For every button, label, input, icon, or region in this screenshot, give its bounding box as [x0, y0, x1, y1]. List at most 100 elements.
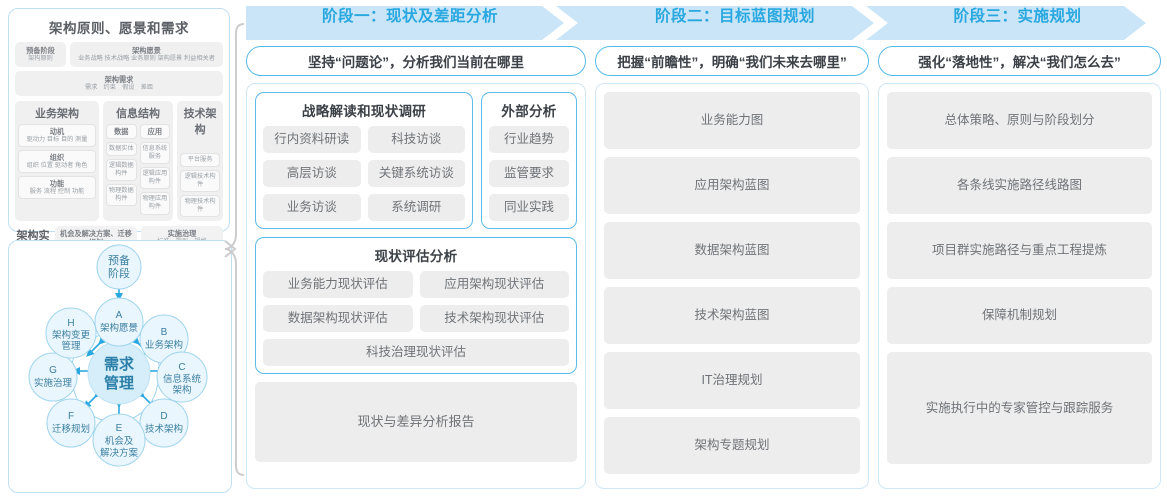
togaf-vision-sub: 业务战略 技术战略 业务原则 架构愿景 利益相关者: [78, 55, 215, 62]
group-current-state-assessment-title: 现状评估分析: [374, 249, 458, 264]
togaf-app-head: 应用: [139, 124, 171, 140]
togaf-block-function: 功能 服务 流程 控制 功能: [18, 176, 96, 200]
svg-text:管理: 管理: [61, 340, 81, 352]
chip-system-survey[interactable]: 系统调研: [367, 194, 465, 221]
adm-prep-line2: 阶段: [108, 266, 130, 280]
togaf-vision-cell: 架构愿景 业务战略 技术战略 业务原则 架构愿景 利益相关者: [70, 42, 223, 68]
svg-text:A: A: [116, 310, 123, 321]
group-current-state-assessment: 现状评估分析 业务能力现状评估 应用架构现状评估 数据架构现状评估 技术架构现状…: [255, 237, 577, 374]
chip-application-architecture-assessment[interactable]: 应用架构现状评估: [419, 271, 569, 298]
togaf-framework-card: 架构原则、愿景和需求 预备阶段 架构原则 架构愿景 业务战略 技术战略 业务原则…: [8, 8, 230, 259]
stage-1-column: 坚持“问题论”，分析我们当前在哪里 战略解读和现状调研 行内资料研读 科技访谈 …: [246, 46, 586, 489]
stage-3-column: 强化“落地性”，解决“我们怎么去” 总体策略、原则与阶段划分 各条线实施路径线路…: [878, 46, 1161, 489]
chevron-separator-1-icon: [542, 6, 578, 40]
togaf-data-logical: 逻辑数据构件: [106, 159, 137, 182]
togaf-block-motivation-title: 动机: [49, 127, 65, 137]
svg-text:C: C: [178, 362, 185, 373]
chip-program-roadmap-key-projects[interactable]: 项目群实施路径与重点工程提炼: [887, 222, 1152, 279]
togaf-pillar-information: 信息结构 数据 数据实体 逻辑数据构件 物理数据构件 应用 信息系统服务 逻辑应…: [103, 101, 174, 222]
stage-2-subtitle: 把握“前瞻性”，明确“我们未来去哪里”: [595, 46, 869, 76]
chip-row: 数据架构现状评估 技术架构现状评估: [263, 305, 569, 332]
togaf-pillar-technology-header: 技术架构: [183, 108, 217, 137]
chip-it-governance-plan[interactable]: IT治理规划: [604, 352, 860, 409]
chip-architecture-topic-plan[interactable]: 架构专题规划: [604, 417, 860, 474]
togaf-tech-platform: 平台服务: [180, 153, 220, 168]
togaf-block-motivation: 动机 驱动力 目标 目的 测量: [18, 124, 96, 148]
svg-text:G: G: [49, 365, 57, 376]
adm-prep-line1: 预备: [108, 253, 130, 267]
chip-peer-practice[interactable]: 同业实践: [489, 194, 569, 221]
svg-text:迁移规划: 迁移规划: [52, 423, 90, 435]
svg-text:B: B: [161, 327, 168, 338]
chip-data-architecture-assessment[interactable]: 数据架构现状评估: [263, 305, 413, 332]
togaf-data-entity: 数据实体: [106, 142, 137, 157]
stage-3-body: 总体策略、原则与阶段划分 各条线实施路径线路图 项目群实施路径与重点工程提炼 保…: [878, 83, 1161, 489]
togaf-block-organization: 组织 组织 位置 驱动者 角色: [18, 150, 96, 174]
togaf-requirements-cell: 架构需求 需求 约束 假设 差距: [15, 71, 223, 97]
svg-text:架构变更: 架构变更: [52, 329, 91, 341]
togaf-requirements-sub: 需求 约束 假设 差距: [84, 84, 154, 92]
adm-node-c: [156, 351, 208, 403]
chip-line-implementation-roadmap[interactable]: 各条线实施路径线路图: [887, 157, 1152, 214]
togaf-block-organization-sub: 组织 位置 驱动者 角色: [26, 162, 88, 170]
adm-center-line2: 管理: [104, 374, 134, 392]
togaf-prep-sub: 架构原则: [28, 55, 53, 62]
svg-text:解决方案: 解决方案: [100, 447, 139, 459]
chip-executive-interview[interactable]: 高层访谈: [263, 160, 361, 187]
togaf-pillar-information-header: 信息结构: [116, 108, 161, 121]
togaf-block-function-title: 功能: [49, 179, 65, 189]
togaf-row-vision: 预备阶段 架构原则 架构愿景 业务战略 技术战略 业务原则 架构愿景 利益相关者: [15, 42, 223, 68]
svg-text:E: E: [116, 423, 123, 434]
svg-text:F: F: [68, 411, 74, 422]
chip-regulatory-requirement[interactable]: 监管要求: [489, 160, 569, 187]
togaf-vision-title: 架构愿景: [132, 46, 161, 55]
chip-row: 科技治理现状评估: [263, 339, 569, 366]
chip-key-system-interview[interactable]: 关键系统访谈: [367, 160, 465, 187]
chip-row: 业务能力现状评估 应用架构现状评估: [263, 271, 569, 298]
chip-industry-trend[interactable]: 行业趋势: [489, 126, 569, 153]
svg-text:信息系统: 信息系统: [163, 373, 202, 385]
togaf-data-physical: 物理数据构件: [106, 184, 137, 207]
stage-2-header: 阶段二：目标蓝图规划: [654, 8, 815, 25]
adm-wheel-diagram: 需求 管理 预备 阶段 A 架构愿景 B 业务架构 C 信息系统 架构: [28, 244, 208, 467]
togaf-block-motivation-sub: 驱动力 目标 目的 测量: [26, 136, 88, 144]
chip-technology-architecture-assessment[interactable]: 技术架构现状评估: [419, 305, 569, 332]
chip-business-capability-assessment[interactable]: 业务能力现状评估: [263, 271, 413, 298]
chip-business-capability-map[interactable]: 业务能力图: [604, 92, 860, 149]
svg-text:技术架构: 技术架构: [145, 423, 183, 435]
adm-node-h: [45, 307, 97, 359]
togaf-information-col-data: 数据 数据实体 逻辑数据构件 物理数据构件: [106, 124, 137, 214]
chip-application-architecture-blueprint[interactable]: 应用架构蓝图: [604, 157, 860, 214]
stage-2-column: 把握“前瞻性”，明确“我们未来去哪里” 业务能力图 应用架构蓝图 数据架构蓝图 …: [595, 46, 869, 489]
chip-overall-strategy-principles-phases[interactable]: 总体策略、原则与阶段划分: [887, 92, 1152, 149]
stage-1-body: 战略解读和现状调研 行内资料研读 科技访谈 高层访谈 关键系统访谈 业务访谈 系…: [246, 83, 586, 489]
chip-technology-architecture-blueprint[interactable]: 技术架构蓝图: [604, 287, 860, 344]
svg-text:架构: 架构: [172, 384, 191, 396]
chip-row: 高层访谈 关键系统访谈: [263, 160, 465, 187]
togaf-tech-physical: 物理技术构件: [180, 195, 220, 218]
chip-gap-analysis-report[interactable]: 现状与差异分析报告: [255, 382, 577, 462]
chip-data-architecture-blueprint[interactable]: 数据架构蓝图: [604, 222, 860, 279]
group-external-analysis: 外部分析 行业趋势 监管要求 同业实践: [481, 92, 577, 229]
adm-node-e: [92, 413, 146, 467]
adm-node-d: [139, 398, 189, 448]
chip-assurance-mechanism-plan[interactable]: 保障机制规划: [887, 287, 1152, 344]
chip-expert-control-tracking-service[interactable]: 实施执行中的专家管控与跟踪服务: [887, 352, 1152, 464]
chip-business-interview[interactable]: 业务访谈: [263, 194, 361, 221]
togaf-information-columns: 数据 数据实体 逻辑数据构件 物理数据构件 应用 信息系统服务 逻辑应用构件 物…: [106, 124, 171, 215]
brace-connector-icon: [224, 23, 245, 476]
togaf-data-head: 数据: [106, 124, 137, 140]
svg-text:架构愿景: 架构愿景: [100, 322, 138, 334]
chip-tech-interview[interactable]: 科技访谈: [367, 126, 465, 153]
togaf-app-service: 信息系统服务: [139, 142, 171, 165]
chip-row: 行内资料研读 科技访谈: [263, 126, 465, 153]
stage-3-header: 阶段三：实施规划: [953, 8, 1082, 25]
stage-1-top-groups: 战略解读和现状调研 行内资料研读 科技访谈 高层访谈 关键系统访谈 业务访谈 系…: [255, 92, 577, 229]
group-strategy-research-title: 战略解读和现状调研: [301, 104, 427, 119]
togaf-requirements-title: 架构需求: [104, 75, 134, 85]
svg-text:实施治理: 实施治理: [34, 377, 73, 389]
stage-3-subtitle: 强化“落地性”，解决“我们怎么去”: [878, 46, 1161, 76]
chip-it-governance-assessment[interactable]: 科技治理现状评估: [263, 339, 569, 366]
chip-internal-material-study[interactable]: 行内资料研读: [263, 126, 361, 153]
